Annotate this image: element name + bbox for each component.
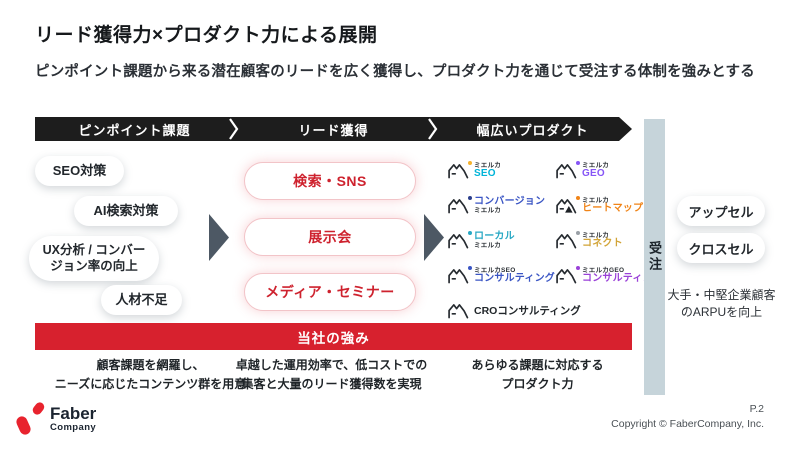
channel-pill-media-seminar: メディア・セミナー <box>244 273 416 311</box>
page-meta: P.2 Copyright © FaberCompany, Inc. <box>611 402 764 432</box>
page-number: P.2 <box>749 403 764 415</box>
logo-sub-label: Company <box>50 421 97 433</box>
flow-stage-products: 幅広いプロダクト <box>476 122 589 138</box>
flow-stage-pinpoint: ピンポイント課題 <box>78 122 191 138</box>
mieruka-logo-icon <box>447 195 472 214</box>
product-mieruka-local: ローカル ミエルカ <box>447 230 555 250</box>
order-bar: 受注 <box>644 119 665 395</box>
channel-pill-exhibition: 展示会 <box>244 218 416 256</box>
product-name-label: コンサルティング <box>582 272 663 284</box>
strength-text-operations: 卓越した運用効率で、低コストでの 集客と大量のリード獲得数を実現 <box>235 358 428 391</box>
product-mieruka-seo-consulting: ミエルカSEO コンサルティング <box>447 265 555 285</box>
order-label: 受注 <box>647 241 662 273</box>
product-mieruka-heatmap: ミエルカ ヒートマップ <box>555 195 663 215</box>
copyright: Copyright © FaberCompany, Inc. <box>611 418 764 431</box>
strengths-banner: 当社の強み <box>35 323 632 350</box>
accent-dot-icon <box>576 265 580 270</box>
faber-company-logo: Faber Company <box>14 400 97 437</box>
product-brand-label: ミエルカSEO <box>474 266 516 274</box>
mieruka-logo-icon <box>447 303 470 319</box>
product-brand-label: ミエルカ <box>474 242 502 250</box>
mieruka-logo-icon <box>447 160 472 179</box>
mieruka-heatmap-logo-icon <box>555 195 580 214</box>
accent-dot-icon <box>468 265 472 270</box>
product-name-label: ヒートマップ <box>582 202 644 214</box>
accent-link-icon <box>576 230 580 235</box>
page-subtitle: ピンポイント課題から来る潜在顧客のリードを広く獲得し、プロダクト力を通じて受注す… <box>35 64 755 80</box>
issue-pill-ux-conversion: UX分析 / コンバー ジョン率の向上 <box>29 236 159 281</box>
chevron-separator-icon <box>229 118 239 140</box>
mieruka-logo-icon <box>555 160 580 179</box>
product-logo-grid: ミエルカ SEO ミエルカ GEO コンバージョン ミエルカ <box>447 153 663 328</box>
product-mieruka-geo-consulting: ミエルカGEO コンサルティング <box>555 265 663 285</box>
accent-flame-icon <box>576 195 580 200</box>
issue-pill-ai-search: AI検索対策 <box>74 196 178 226</box>
product-name-label: コンバージョン <box>474 195 546 207</box>
product-mieruka-conversion: コンバージョン ミエルカ <box>447 195 555 215</box>
page-title: リード獲得力×プロダクト力による展開 <box>35 25 378 46</box>
product-brand-label: ミエルカ <box>582 196 610 204</box>
product-name-label: コネクト <box>582 237 623 249</box>
strength-text-content: 顧客課題を網羅し、 ニーズに応じたコンテンツ群を用意 <box>54 358 247 391</box>
strength-text-products: あらゆる課題に対応する プロダクト力 <box>471 358 604 391</box>
accent-dot-icon <box>576 160 580 165</box>
product-brand-label: ミエルカ <box>582 161 610 169</box>
arrow-right-icon <box>209 214 229 261</box>
product-name-label: SEO <box>474 167 496 179</box>
issue-pill-talent: 人材不足 <box>101 285 182 315</box>
product-name-label: ローカル <box>474 230 515 242</box>
arpu-note: 大手・中堅企業顧客 のARPUを向上 <box>667 288 776 320</box>
logo-name-label: Faber <box>50 403 97 423</box>
product-mieruka-geo: ミエルカ GEO <box>555 160 663 180</box>
arrow-right-icon <box>424 214 444 261</box>
product-name-label: コンサルティング <box>474 272 555 284</box>
channel-pill-search-sns: 検索・SNS <box>244 162 416 200</box>
product-brand-label: ミエルカ <box>582 231 610 239</box>
product-mieruka-seo: ミエルカ SEO <box>447 160 555 180</box>
chevron-separator-icon <box>428 118 438 140</box>
mieruka-logo-icon <box>447 230 472 249</box>
accent-dot-icon <box>468 160 472 165</box>
accent-pin-icon <box>468 230 472 235</box>
product-name-label: GEO <box>582 167 605 179</box>
product-brand-label: ミエルカ <box>474 207 502 215</box>
mieruka-logo-icon <box>555 230 580 249</box>
flow-header-banner: ピンポイント課題 リード獲得 幅広いプロダクト <box>35 117 632 141</box>
flow-stage-lead: リード獲得 <box>298 122 369 138</box>
accent-cursor-icon <box>468 195 472 200</box>
product-brand-label: ミエルカGEO <box>582 266 625 274</box>
mieruka-logo-icon <box>447 265 472 284</box>
product-mieruka-connect: ミエルカ コネクト <box>555 230 663 250</box>
product-cro-consulting: CROコンサルティング <box>447 303 663 319</box>
product-brand-label: ミエルカ <box>474 161 502 169</box>
faber-logo-icon <box>14 400 47 437</box>
upsell-pill: アップセル <box>677 196 765 226</box>
mieruka-logo-icon <box>555 265 580 284</box>
product-name-label: CROコンサルティング <box>474 305 581 317</box>
cross-sell-pill: クロスセル <box>677 233 765 263</box>
issue-pill-seo: SEO対策 <box>35 156 124 186</box>
